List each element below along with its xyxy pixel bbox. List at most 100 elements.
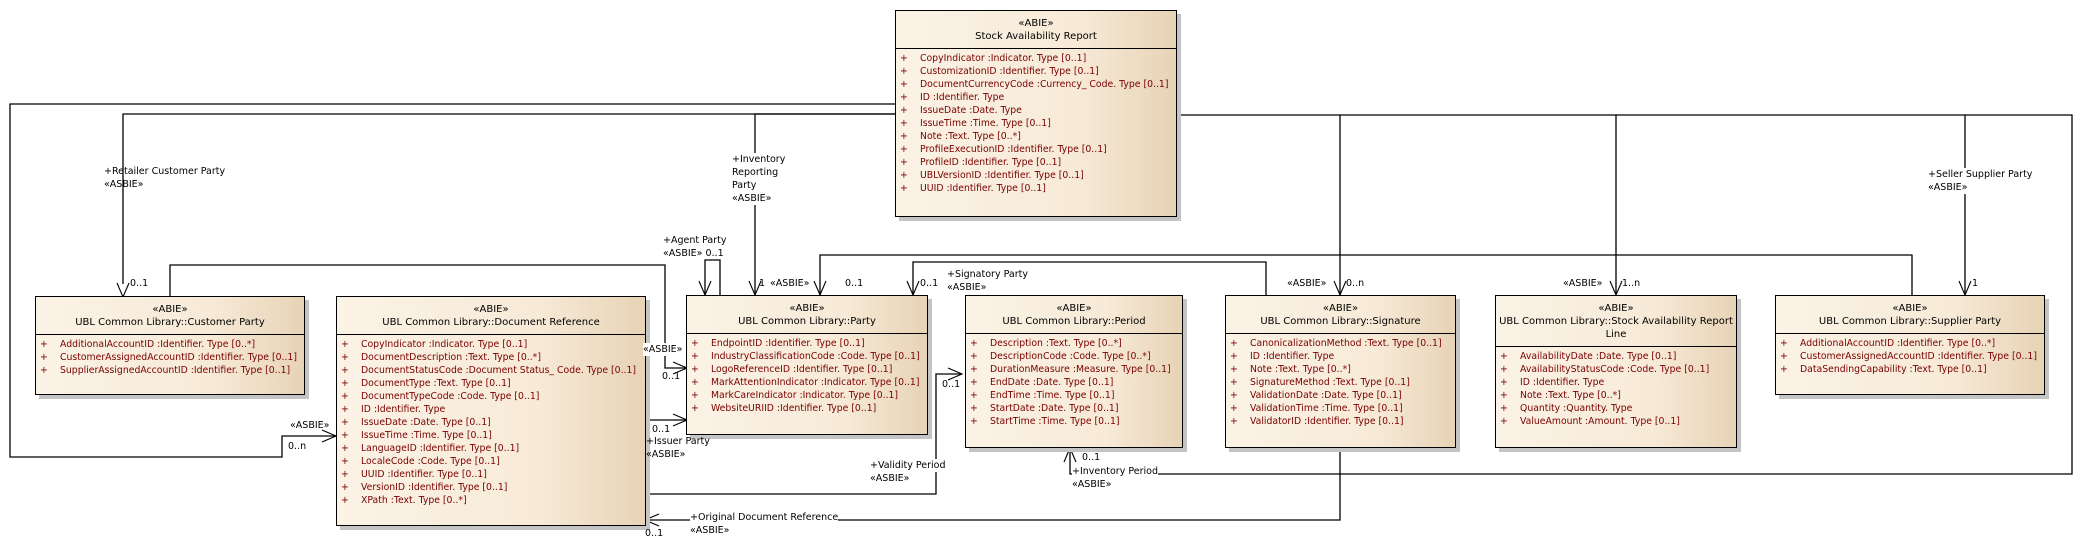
attribute-row[interactable]: +DataSendingCapability :Text. Type [0..1… [1780,363,2044,376]
attribute-row[interactable]: +Note :Text. Type [0..*] [1500,389,1736,402]
connector-party-top[interactable] [819,254,1913,297]
attribute-row[interactable]: +Description :Text. Type [0..*] [970,337,1182,350]
attribute-text: Description :Text. Type [0..*] [990,338,1122,349]
attribute-row[interactable]: +DescriptionCode :Code. Type [0..*] [970,350,1182,363]
class-period[interactable]: «ABIE» UBL Common Library::Period +Descr… [965,295,1183,448]
attribute-row[interactable]: +DocumentType :Text. Type [0..1] [341,377,645,390]
attribute-text: DescriptionCode :Code. Type [0..*] [990,351,1151,362]
arrowhead-icon [116,282,130,299]
class-document-reference[interactable]: «ABIE» UBL Common Library::Document Refe… [336,296,646,526]
attribute-row[interactable]: +SignatureMethod :Text. Type [0..1] [1230,376,1455,389]
attribute-row[interactable]: +ID :Identifier. Type [1230,350,1455,363]
attribute-text: IssueTime :Time. Type [0..1] [920,118,1051,129]
attribute-row[interactable]: +SupplierAssignedAccountID :Identifier. … [40,364,304,377]
attribute-row[interactable]: +MarkAttentionIndicator :Indicator. Type… [691,376,927,389]
attribute-row[interactable]: +AvailabilityStatusCode :Code. Type [0..… [1500,363,1736,376]
attribute-row[interactable]: +DocumentTypeCode :Code. Type [0..1] [341,390,645,403]
visibility-public-icon: + [900,157,908,168]
visibility-public-icon: + [900,170,908,181]
attribute-row[interactable]: +AdditionalAccountID :Identifier. Type [… [40,338,304,351]
label-party-top-mult: 0..1 [845,278,864,289]
attribute-row[interactable]: +IssueTime :Time. Type [0..1] [341,429,645,442]
attribute-row[interactable]: +IssueDate :Date. Type [0..1] [341,416,645,429]
attribute-row[interactable]: + UBLVersionID :Identifier. Type [0..1] [900,169,1176,182]
attribute-row[interactable]: +ID :Identifier. Type [341,403,645,416]
attribute-row[interactable]: +ProfileExecutionID :Identifier. Type [0… [900,143,1176,156]
attribute-row[interactable]: +CopyIndicator :Indicator. Type [0..1] [900,52,1176,65]
attribute-row[interactable]: +MarkCareIndicator :Indicator. Type [0..… [691,389,927,402]
attribute-text: ValidationDate :Date. Type [0..1] [1250,390,1402,401]
attribute-row[interactable]: +ValidatorID :Identifier. Type [0..1] [1230,415,1455,428]
class-party[interactable]: «ABIE» UBL Common Library::Party +Endpoi… [686,295,928,435]
attribute-text: UBLVersionID :Identifier. Type [0..1] [920,170,1084,181]
class-supplier-party[interactable]: «ABIE» UBL Common Library::Supplier Part… [1775,295,2045,395]
connector-inventory-reporting-party[interactable] [754,113,895,295]
attribute-row[interactable]: +DurationMeasure :Measure. Type [0..1] [970,363,1182,376]
attribute-row[interactable]: +StartDate :Date. Type [0..1] [970,402,1182,415]
attribute-row[interactable]: +UUID :Identifier. Type [0..1] [341,468,645,481]
attribute-row[interactable]: +EndTime :Time. Type [0..1] [970,389,1182,402]
attribute-row[interactable]: +DocumentStatusCode :Document Status_ Co… [341,364,645,377]
connector-retailer-customer-party[interactable] [122,113,895,284]
attribute-row[interactable]: +DocumentDescription :Text. Type [0..*] [341,351,645,364]
attribute-row[interactable]: +VersionID :Identifier. Type [0..1] [341,481,645,494]
label-docref-left-stereo: «ASBIE» [290,420,330,431]
attribute-row[interactable]: +IssueDate :Date. Type [900,104,1176,117]
connector-agent-party[interactable] [704,259,721,295]
attribute-row[interactable]: +CustomizationID :Identifier. Type [0..1… [900,65,1176,78]
label-agent-stereo-mult: «ASBIE» 0..1 [663,248,724,259]
attribute-row[interactable]: +LocaleCode :Code. Type [0..1] [341,455,645,468]
attribute-row[interactable]: +UUID :Identifier. Type [0..1] [900,182,1176,195]
connector-validity-period[interactable] [645,373,962,495]
attribute-row[interactable]: +ValidationTime :Time. Type [0..1] [1230,402,1455,415]
connector-report-line[interactable] [1340,114,1617,295]
connector-inventory-period[interactable] [1069,114,2073,475]
class-signature[interactable]: «ABIE» UBL Common Library::Signature +Ca… [1225,295,1456,448]
attribute-row[interactable]: +ID :Identifier. Type [1500,376,1736,389]
attribute-row[interactable]: +CustomerAssignedAccountID :Identifier. … [1780,350,2044,363]
attribute-row[interactable]: +EndpointID :Identifier. Type [0..1] [691,337,927,350]
attribute-row[interactable]: +EndDate :Date. Type [0..1] [970,376,1182,389]
visibility-public-icon: + [1230,364,1238,375]
visibility-public-icon: + [341,430,349,441]
attribute-row[interactable]: +CustomerAssignedAccountID :Identifier. … [40,351,304,364]
attribute-row[interactable]: +Note :Text. Type [0..*] [1230,363,1455,376]
visibility-public-icon: + [341,417,349,428]
attribute-row[interactable]: +CanonicalizationMethod :Text. Type [0..… [1230,337,1455,350]
label-origdoc-stereo: «ASBIE» [690,525,730,536]
attribute-row[interactable]: +WebsiteURIID :Identifier. Type [0..1] [691,402,927,415]
attribute-row[interactable]: +Note :Text. Type [0..*] [900,130,1176,143]
attribute-row[interactable]: +LanguageID :Identifier. Type [0..1] [341,442,645,455]
connector-original-document-reference[interactable] [645,448,1341,521]
class-header: «ABIE» UBL Common Library::Supplier Part… [1776,296,2044,334]
class-stock-availability-report[interactable]: «ABIE» Stock Availability Report +CopyIn… [895,10,1177,217]
attribute-row[interactable]: +LogoReferenceID :Identifier. Type [0..1… [691,363,927,376]
attribute-text: CopyIndicator :Indicator. Type [0..1] [920,53,1087,64]
attribute-row[interactable]: +CopyIndicator :Indicator. Type [0..1] [341,338,645,351]
attribute-row[interactable]: +XPath :Text. Type [0..*] [341,494,645,507]
attribute-row[interactable]: +AvailabilityDate :Date. Type [0..1] [1500,350,1736,363]
label-validity-mult: 0..1 [942,379,961,390]
attribute-text: MarkCareIndicator :Indicator. Type [0..1… [711,390,899,401]
attribute-row[interactable]: +IssueTime :Time. Type [0..1] [900,117,1176,130]
attribute-row[interactable]: +ProfileID :Identifier. Type [0..1] [900,156,1176,169]
connector-signature[interactable] [1175,114,1341,295]
class-header: «ABIE» Stock Availability Report [896,11,1176,49]
attribute-row[interactable]: + ValidationDate :Date. Type [0..1] [1230,389,1455,402]
attribute-row[interactable]: +Quantity :Quantity. Type [1500,402,1736,415]
visibility-public-icon: + [900,92,908,103]
class-stock-availability-report-line[interactable]: «ABIE» UBL Common Library::Stock Availab… [1495,295,1737,448]
attribute-row[interactable]: +DocumentCurrencyCode :Currency_ Code. T… [900,78,1176,91]
attribute-row[interactable]: +ValueAmount :Amount. Type [0..1] [1500,415,1736,428]
attribute-list: +EndpointID :Identifier. Type [0..1]+Ind… [687,334,927,415]
class-stereotype: «ABIE» [1322,303,1359,314]
attribute-row[interactable]: +AdditionalAccountID :Identifier. Type [… [1780,337,2044,350]
attribute-row[interactable]: +ID :Identifier. Type [900,91,1176,104]
connector-signatory-party[interactable] [912,261,1267,297]
visibility-public-icon: + [1230,390,1238,401]
attribute-row[interactable]: +IndustryClassificationCode :Code. Type … [691,350,927,363]
connector-docref-outer[interactable] [9,103,1175,458]
connector-customer-to-party[interactable] [169,264,687,369]
class-customer-party[interactable]: «ABIE» UBL Common Library::Customer Part… [35,296,305,395]
attribute-row[interactable]: +StartTime :Time. Type [0..1] [970,415,1182,428]
